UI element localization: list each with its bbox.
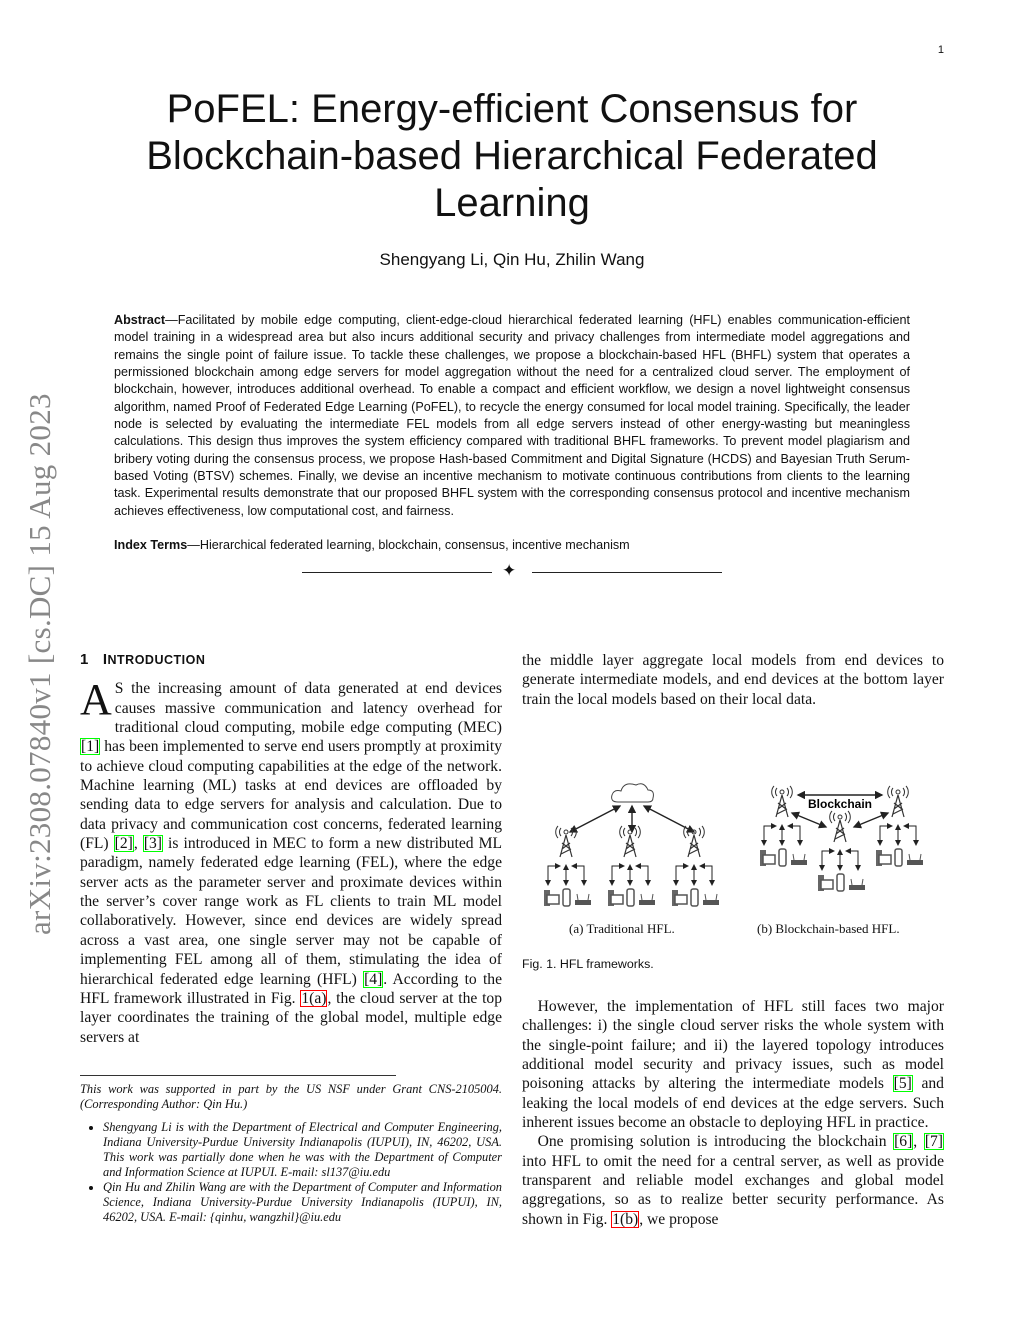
figure-reference-link[interactable]: 1(a): [300, 989, 328, 1007]
body-text: into HFL to omit the need for a central …: [522, 1152, 944, 1228]
title-line: Learning: [434, 181, 590, 225]
figure-hfl-frameworks: Blockchain: [530, 783, 940, 915]
separator-line: [532, 572, 722, 573]
index-terms-label: Index Terms: [114, 538, 188, 552]
separator-line: [302, 572, 492, 573]
arxiv-identifier: arXiv:2308.07840v1 [cs.DC] 15 Aug 2023: [22, 393, 57, 935]
citation-link[interactable]: [3]: [142, 835, 163, 853]
citation-link[interactable]: [7]: [923, 1133, 944, 1151]
footnote-rule: [80, 1075, 396, 1076]
body-text: , the cloud server at the top layer coor…: [80, 989, 503, 1046]
page-number: 1: [937, 44, 944, 56]
body-text: has been implemented to serve end users …: [80, 738, 502, 853]
title-line: PoFEL: Energy-efficient Consensus for: [166, 87, 858, 131]
funding-note: This work was supported in part by the U…: [80, 1082, 502, 1111]
section-number: 1: [80, 651, 89, 668]
footnotes: This work was supported in part by the U…: [80, 1082, 502, 1225]
body-text: ,: [133, 835, 143, 853]
figure-caption: Fig. 1. HFL frameworks.: [522, 957, 654, 971]
drop-cap: A: [80, 675, 112, 725]
body-text: S the increasing amount of data generate…: [114, 680, 502, 737]
subcaption-b: (b) Blockchain-based HFL.: [757, 921, 900, 936]
body-text: ,: [913, 1133, 924, 1151]
abstract-text: —Facilitated by mobile edge computing, c…: [114, 313, 910, 518]
blockchain-hfl-diagram: Blockchain: [760, 786, 923, 891]
index-terms-text: —Hierarchical federated learning, blockc…: [187, 538, 630, 552]
figure-reference-link[interactable]: 1(b): [611, 1210, 640, 1228]
right-column-continuation: the middle layer aggregate local models …: [522, 652, 944, 708]
citation-link[interactable]: [1]: [80, 738, 101, 756]
paper-title: PoFEL: Energy-efficient Consensus for Bl…: [100, 86, 924, 227]
body-text: However, the implementation of HFL still…: [522, 998, 944, 1093]
intro-paragraph-2: However, the implementation of HFL still…: [522, 997, 944, 1132]
citation-link[interactable]: [4]: [363, 970, 384, 988]
abstract-label: Abstract: [114, 313, 166, 327]
citation-link[interactable]: [5]: [892, 1075, 913, 1093]
abstract: Abstract—Facilitated by mobile edge comp…: [114, 312, 910, 520]
body-text: is introduced in MEC to form a new distr…: [80, 835, 503, 988]
right-column-body: However, the implementation of HFL still…: [522, 997, 944, 1229]
affiliation-note: Qin Hu and Zhilin Wang are with the Depa…: [103, 1180, 502, 1225]
citation-link[interactable]: [2]: [113, 835, 134, 853]
body-text: , we propose: [639, 1210, 719, 1228]
blockchain-label: Blockchain: [808, 797, 872, 811]
intro-paragraph-3: One promising solution is introducing th…: [522, 1132, 944, 1229]
cloud-icon: [611, 783, 654, 803]
star-icon: ✦: [502, 561, 517, 581]
index-terms: Index Terms—Hierarchical federated learn…: [114, 538, 910, 552]
section-title-rest: NTRODUCTION: [107, 653, 206, 667]
authors: Shengyang Li, Qin Hu, Zhilin Wang: [379, 250, 645, 269]
subcaption-a: (a) Traditional HFL.: [569, 921, 675, 936]
body-text: . According to the HFL framework illustr…: [80, 970, 502, 1007]
section-title-initial: I: [102, 651, 108, 668]
body-text: and leaking the local models of end devi…: [522, 1075, 944, 1132]
traditional-hfl-diagram: [544, 783, 719, 906]
section-separator: ✦: [302, 561, 722, 583]
body-text: One promising solution is introducing th…: [537, 1133, 894, 1151]
affiliation-note: Shengyang Li is with the Department of E…: [103, 1120, 502, 1180]
citation-link[interactable]: [6]: [893, 1133, 914, 1151]
title-line: Blockchain-based Hierarchical Federated: [146, 134, 878, 178]
